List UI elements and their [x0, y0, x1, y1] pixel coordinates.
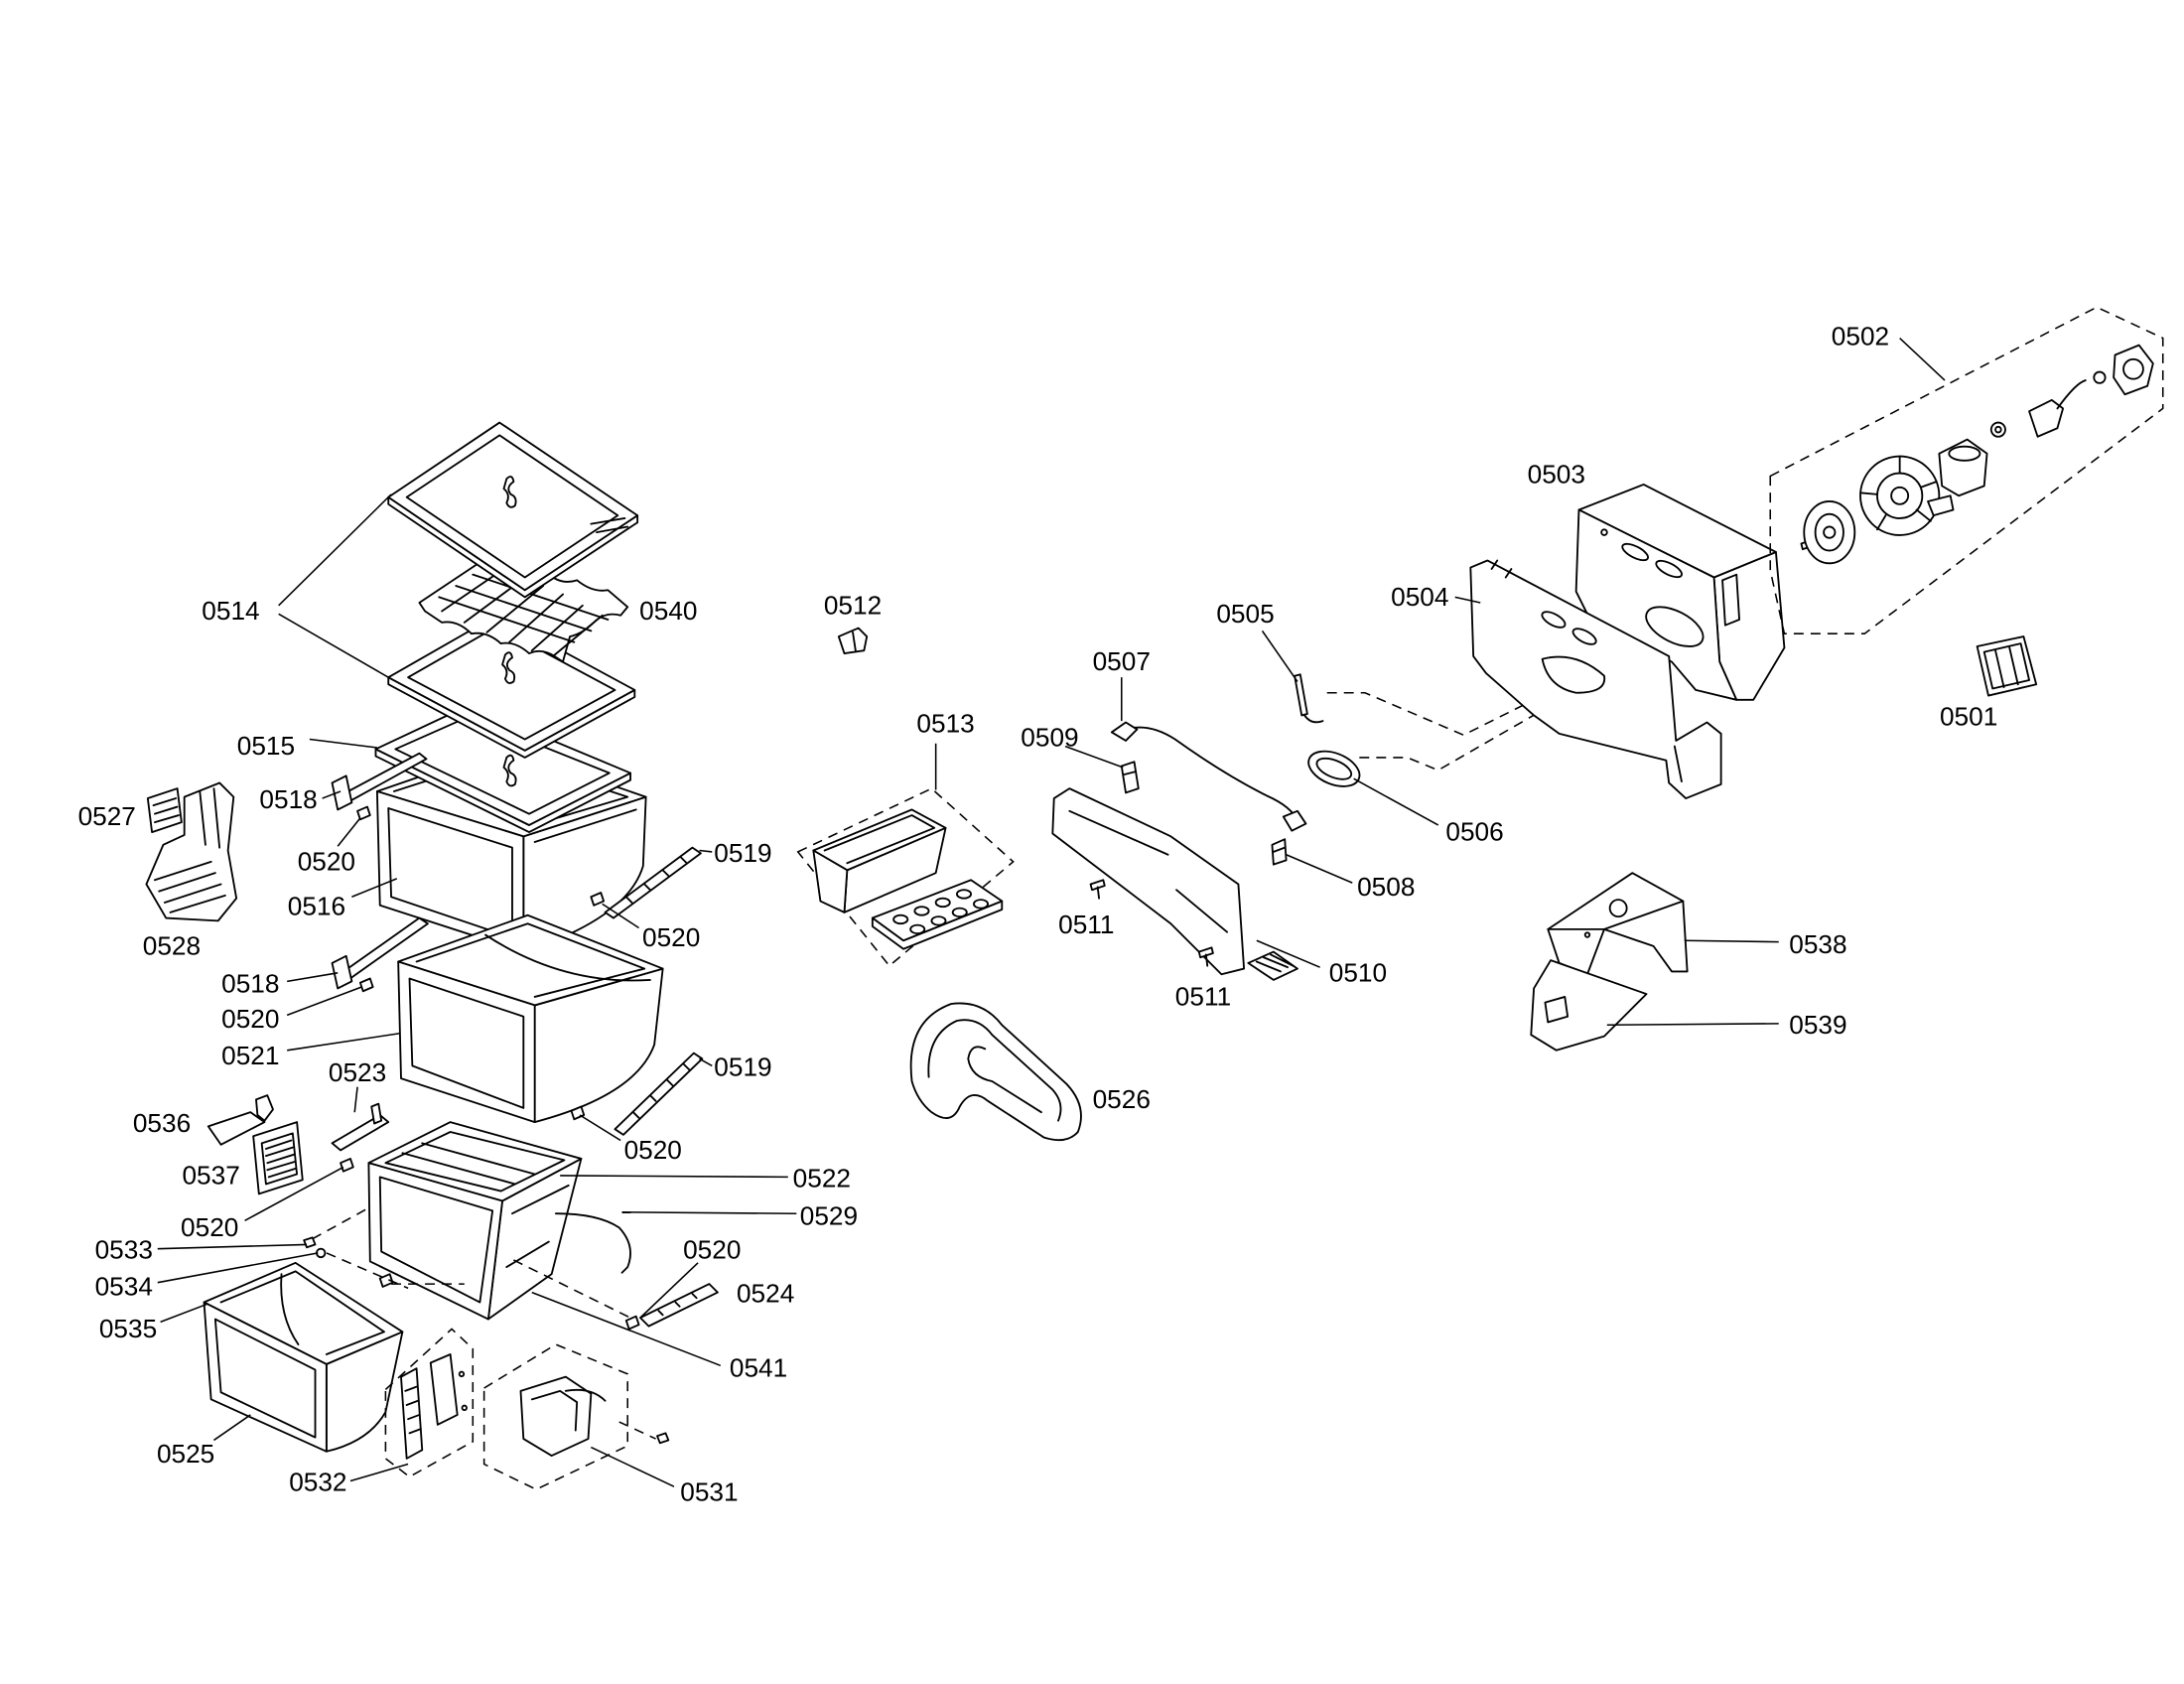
control-box-0501: [1976, 635, 2038, 697]
callout-0520-a: 0520: [298, 846, 355, 876]
drawer-rail-right-upper: [604, 846, 702, 919]
crisper-drawer: [203, 1261, 404, 1453]
screw: [358, 977, 374, 993]
lamp-0509: [1120, 761, 1140, 794]
control-module-0531: [482, 1343, 670, 1490]
glass-shelf-upper: [387, 421, 639, 599]
sensor-0505: [1294, 673, 1324, 724]
callout-0519-b: 0519: [714, 1052, 771, 1081]
callout-0514: 0514: [202, 596, 259, 626]
callout-0503: 0503: [1528, 460, 1585, 490]
callout-0531: 0531: [680, 1476, 738, 1506]
callout-0511-a: 0511: [1058, 910, 1114, 939]
callout-0502: 0502: [1832, 322, 1889, 351]
air-duct-cover-0528: [145, 781, 238, 922]
lamp-harness-0507: [1110, 721, 1307, 832]
callout-0539: 0539: [1789, 1010, 1846, 1040]
callout-0520-e: 0520: [181, 1212, 238, 1242]
callout-0540: 0540: [639, 596, 697, 626]
callout-0535: 0535: [99, 1314, 157, 1343]
callout-0541: 0541: [730, 1353, 787, 1383]
callout-0510: 0510: [1329, 957, 1387, 987]
callout-0521: 0521: [221, 1041, 279, 1070]
assembly-dashed-lines: [312, 1206, 637, 1322]
screw: [624, 1315, 640, 1331]
callout-0520-c: 0520: [221, 1004, 279, 1034]
callout-0533: 0533: [95, 1235, 153, 1265]
rail-0524: [639, 1283, 719, 1328]
callout-0506: 0506: [1445, 817, 1503, 847]
callout-0528: 0528: [143, 930, 201, 960]
callout-0520-f: 0520: [683, 1235, 741, 1265]
drawer-rail-left-lower: [331, 916, 429, 990]
clip-0512: [837, 627, 869, 654]
callout-0527: 0527: [78, 801, 136, 831]
vent-grille-0537: [252, 1121, 304, 1195]
wire-harness-0529: [555, 1212, 631, 1274]
callout-labels: 0502 0503 0504 0505 0501 0512 0507 0509 …: [78, 322, 1998, 1507]
callout-0519-a: 0519: [714, 838, 771, 868]
callout-0504: 0504: [1391, 582, 1448, 612]
gasket-0506: [1307, 750, 1361, 787]
control-bracket-0532: [384, 1328, 475, 1478]
lamp-0508: [1271, 838, 1288, 866]
middle-drawer: [397, 913, 664, 1124]
callout-0513: 0513: [916, 708, 974, 738]
callout-0538: 0538: [1789, 929, 1846, 959]
cover-0538: [1547, 872, 1689, 976]
callout-0507: 0507: [1093, 646, 1151, 676]
screw: [340, 1158, 354, 1173]
assembly-dashed-lines: [1326, 691, 1542, 772]
callout-0515: 0515: [237, 731, 295, 761]
screw: [590, 892, 606, 907]
callout-0512: 0512: [824, 590, 882, 620]
glass-shelf-middle: [387, 614, 636, 759]
callout-0511-b: 0511: [1175, 981, 1231, 1011]
callout-0522: 0522: [793, 1163, 851, 1193]
callout-0534: 0534: [95, 1271, 153, 1301]
rail-0523: [331, 1102, 390, 1152]
fan-housing-0503: [1574, 484, 1786, 701]
callout-0518-a: 0518: [259, 784, 317, 814]
evaporator-cover-0504: [1469, 559, 1722, 799]
drawer-rail-left-upper: [331, 752, 428, 811]
callout-0529: 0529: [800, 1201, 858, 1231]
callout-0505: 0505: [1216, 599, 1274, 629]
leader-lines: [157, 337, 1946, 1487]
screw-0511: [1089, 879, 1106, 900]
screw-0511: [1197, 946, 1214, 967]
callout-0524: 0524: [737, 1279, 794, 1309]
callout-0518-b: 0518: [221, 969, 279, 999]
callout-0509: 0509: [1021, 723, 1078, 753]
latch-0536: [206, 1094, 274, 1146]
callout-0532: 0532: [289, 1467, 346, 1496]
callout-0508: 0508: [1357, 872, 1415, 902]
callout-0520-b: 0520: [642, 922, 700, 952]
drawer-cradle: [367, 1121, 583, 1321]
light-shroud-0510: [1051, 787, 1298, 981]
callout-0501: 0501: [1940, 701, 1997, 731]
callout-0523: 0523: [329, 1057, 386, 1087]
callout-0516: 0516: [288, 892, 345, 921]
callout-0525: 0525: [157, 1439, 214, 1469]
flap-0539: [1530, 959, 1648, 1052]
air-duct-0526: [909, 1002, 1082, 1142]
fan-motor-assembly-0502: [1769, 306, 2164, 634]
callout-0526: 0526: [1093, 1084, 1151, 1114]
glass-shelf-lower: [374, 704, 631, 833]
callout-0537: 0537: [182, 1160, 239, 1190]
filter-cover-0527: [146, 787, 183, 833]
screw: [378, 1273, 394, 1288]
bin-and-egg-tray-0513: [796, 787, 1015, 967]
screw: [356, 805, 371, 821]
callout-0520-d: 0520: [624, 1135, 682, 1165]
drawer-rail-right-lower: [614, 1052, 704, 1136]
callout-0536: 0536: [133, 1108, 191, 1138]
